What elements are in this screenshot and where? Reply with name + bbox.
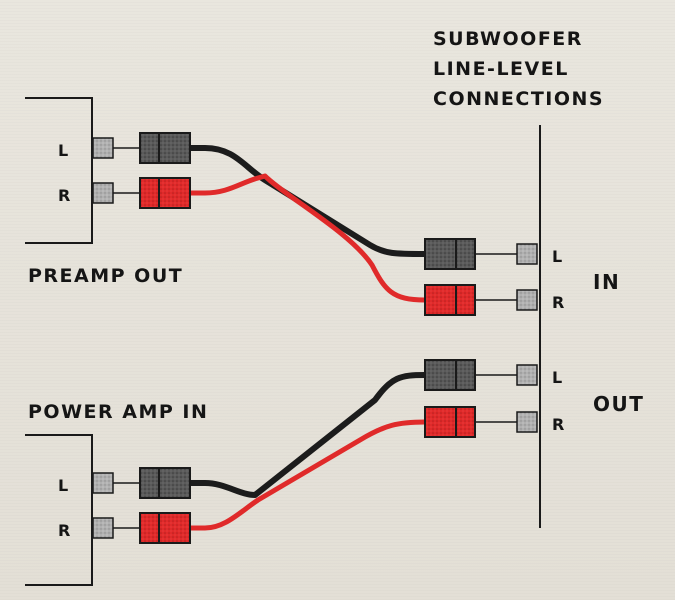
preamp-left-jack: [92, 137, 140, 159]
sub-out-label: OUT: [593, 392, 644, 416]
power-amp-right-jack: [92, 517, 140, 539]
subwoofer-title-line3: CONNECTIONS: [433, 88, 604, 110]
cable-power-left: [187, 372, 428, 498]
preamp-out-label: PREAMP OUT: [28, 265, 183, 287]
subwoofer-title-line1: SUBWOOFER: [433, 28, 583, 50]
power-amp-left-jack: [92, 472, 140, 494]
sub-in-right-plug: [424, 284, 476, 316]
preamp-panel: [25, 97, 93, 244]
sub-out-left-label: L: [552, 368, 564, 387]
cable-preamp-right: [187, 173, 428, 303]
preamp-right-plug: [139, 177, 191, 209]
cable-preamp-left: [187, 145, 428, 257]
sub-out-left-plug: [424, 359, 476, 391]
preamp-right-jack: [92, 182, 140, 204]
preamp-left-plug: [139, 132, 191, 164]
sub-out-right-plug: [424, 406, 476, 438]
preamp-right-label: R: [58, 186, 72, 205]
sub-out-right-label: R: [552, 415, 566, 434]
subwoofer-title-line2: LINE-LEVEL: [433, 58, 569, 80]
power-amp-in-label: POWER AMP IN: [28, 401, 208, 423]
sub-out-left-jack: [475, 364, 538, 386]
power-amp-left-label: L: [58, 476, 70, 495]
cable-power-right: [187, 419, 428, 531]
power-amp-right-label: R: [58, 521, 72, 540]
power-amp-panel: [25, 434, 93, 586]
sub-in-label: IN: [593, 270, 620, 294]
sub-in-right-jack: [475, 289, 538, 311]
sub-in-left-plug: [424, 238, 476, 270]
power-amp-left-plug: [139, 467, 191, 499]
power-amp-right-plug: [139, 512, 191, 544]
sub-in-left-jack: [475, 243, 538, 265]
sub-in-right-label: R: [552, 293, 566, 312]
sub-out-right-jack: [475, 411, 538, 433]
preamp-left-label: L: [58, 141, 70, 160]
sub-in-left-label: L: [552, 247, 564, 266]
